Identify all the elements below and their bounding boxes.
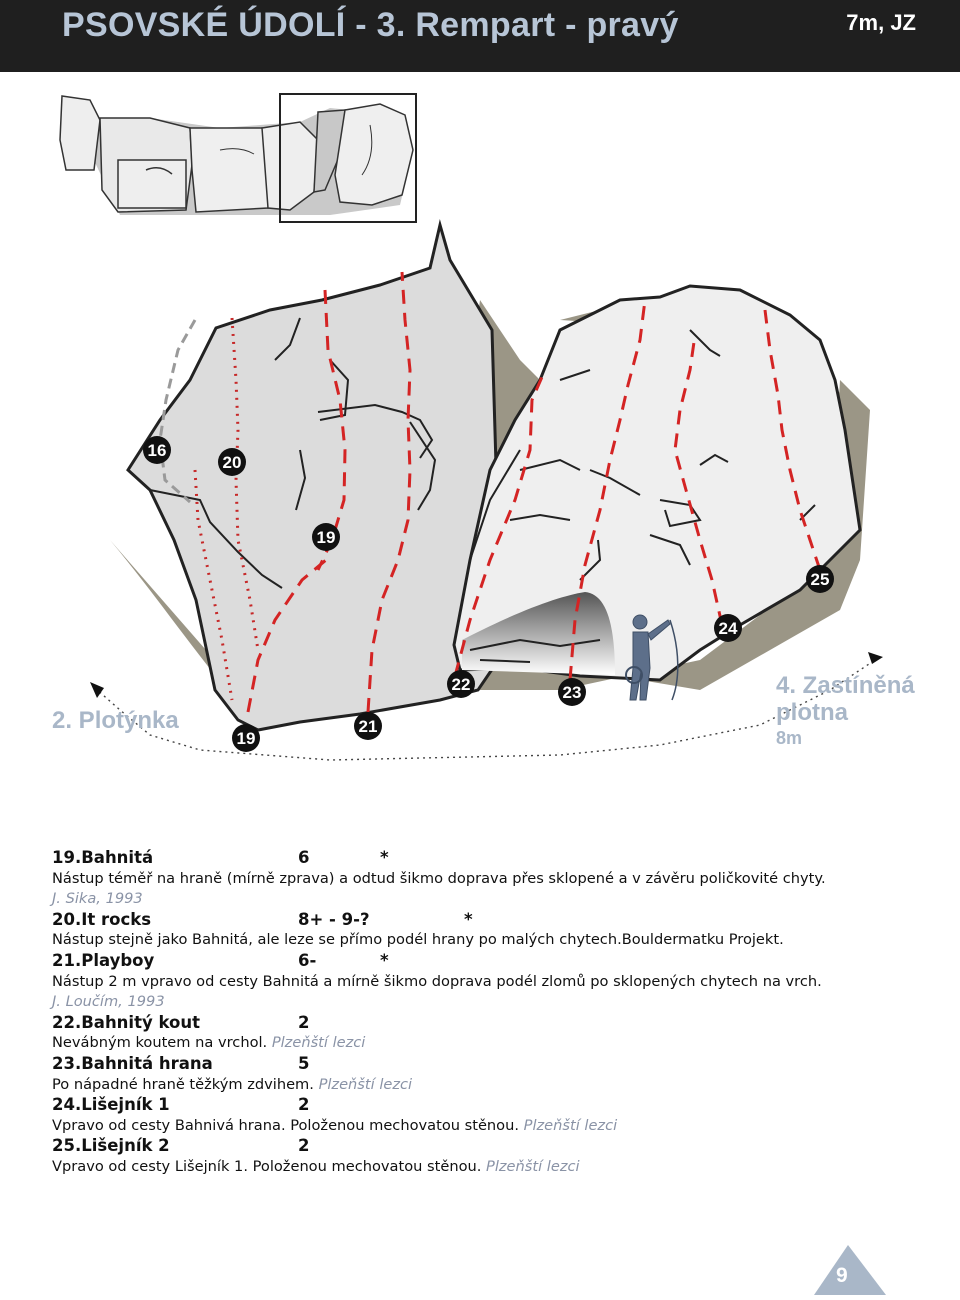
route-star: * (380, 950, 389, 970)
route-marker-22: 22 (447, 670, 475, 698)
route-description: Nástup stejně jako Bahnitá, ale leze se … (52, 931, 784, 949)
route-name: 20.It rocks (52, 909, 152, 929)
route-name: 25.Lišejník 2 (52, 1136, 170, 1156)
route-entry: 25.Lišejník 2 2 Vpravo od cesty Lišejník … (52, 1136, 932, 1177)
route-markers: 16 20 19 19 21 22 23 24 25 (143, 436, 834, 752)
route-entry: 23.Bahnitá hrana 5 Po nápadné hraně těžký… (52, 1054, 932, 1095)
route-entry: 20.It rocks 8+ - 9-? * Nástup stejně jako … (52, 910, 932, 951)
route-entry: 24.Lišejník 1 2 Vpravo od cesty Bahnivá h… (52, 1095, 932, 1136)
route-name: 21.Playboy (52, 950, 155, 970)
route-description: Nevábným koutem na vrchol. (52, 1034, 268, 1052)
svg-text:25: 25 (811, 570, 830, 589)
route-description: Vpravo od cesty Bahnivá hrana. Položenou… (52, 1116, 519, 1134)
route-grade: 5 (298, 1053, 310, 1073)
route-marker-25: 25 (806, 565, 834, 593)
route-22-line (453, 369, 547, 677)
svg-text:22: 22 (452, 675, 471, 694)
page-number: 9 (836, 1264, 848, 1287)
arrow-left-icon (90, 682, 104, 698)
climber-figure (625, 614, 679, 701)
route-25-line (763, 309, 822, 571)
route-entry: 22.Bahnitý kout 2 Nevábným koutem na vrch… (52, 1013, 932, 1054)
cave (462, 592, 615, 675)
route-marker-19-upper: 19 (312, 523, 340, 551)
route-23-line (568, 299, 647, 681)
svg-text:16: 16 (148, 441, 167, 460)
route-star: * (464, 909, 473, 929)
sector-label-left: 2. Plotýnka (52, 707, 179, 734)
route-name: 19.Bahnitá (52, 848, 154, 867)
route-grade: 2 (298, 1095, 310, 1115)
route-author: Plzeňští lezci (523, 1116, 618, 1134)
route-marker-24: 24 (714, 614, 742, 642)
route-marker-16: 16 (143, 436, 171, 464)
route-description: Po nápadné hraně těžkým zdvihem. (52, 1075, 314, 1093)
route-name: 23.Bahnitá hrana (52, 1053, 213, 1073)
sector-label-right: 4. Zastíněná plotna (776, 672, 915, 726)
route-marker-19-lower: 19 (232, 724, 260, 752)
route-star: * (380, 848, 389, 867)
route-marker-21: 21 (354, 712, 382, 740)
route-entry: 19.Bahnitá 6 * Nástup téměř na hraně (mírn… (52, 848, 932, 910)
left-boulder (126, 219, 502, 732)
route-marker-20: 20 (218, 448, 246, 476)
route-grade: 6 (298, 848, 310, 867)
route-description: Nástup 2 m vpravo od cesty Bahnitá a mír… (52, 972, 822, 990)
route-grade: 8+ - 9-? (298, 909, 370, 929)
route-author: Plzeňští lezci (486, 1157, 580, 1175)
route-21-line (366, 271, 412, 713)
svg-text:19: 19 (237, 729, 256, 748)
topo-drawing: 16 20 19 19 21 22 23 24 25 (59, 93, 883, 761)
route-grade: 6- (298, 950, 317, 970)
page-number-badge (814, 1245, 886, 1295)
route-19-line (246, 558, 327, 713)
route-descriptions: 19.Bahnitá 6 * Nástup téměř na hraně (mírn… (52, 848, 932, 1178)
route-author: J. Sika, 1993 (52, 890, 143, 908)
route-marker-23: 23 (558, 678, 586, 706)
sector-height-right: 8m (776, 728, 803, 748)
wall-height-orientation: 7m, JZ (846, 10, 916, 35)
overview-map (59, 93, 417, 223)
route-grade: 2 (298, 1012, 310, 1032)
route-name: 24.Lišejník 1 (52, 1095, 170, 1115)
route-description: Vpravo od cesty Lišejník 1. Položenou me… (52, 1157, 482, 1175)
arrow-right-icon (868, 652, 883, 664)
route-grade: 2 (298, 1136, 310, 1156)
svg-text:21: 21 (359, 717, 378, 736)
svg-text:24: 24 (719, 619, 738, 638)
page-header: PSOVSKÉ ÚDOLÍ - 3. Rempart - pravý 7m, J… (0, 0, 960, 72)
route-author: Plzeňští lezci (271, 1034, 366, 1052)
svg-text:23: 23 (563, 683, 582, 702)
svg-text:19: 19 (317, 528, 336, 547)
route-author: J. Loučím, 1993 (52, 993, 165, 1011)
route-24-line (673, 334, 724, 626)
route-description: Nástup téměř na hraně (mírně zprava) a o… (52, 869, 826, 887)
route-entry: 21.Playboy 6- * Nástup 2 m vpravo od cesty… (52, 951, 932, 1013)
route-author: Plzeňští lezci (318, 1075, 413, 1093)
approach-path (94, 659, 876, 761)
svg-text:20: 20 (223, 453, 242, 472)
route-name: 22.Bahnitý kout (52, 1012, 200, 1032)
page-title: PSOVSKÉ ÚDOLÍ - 3. Rempart - pravý (62, 6, 679, 44)
